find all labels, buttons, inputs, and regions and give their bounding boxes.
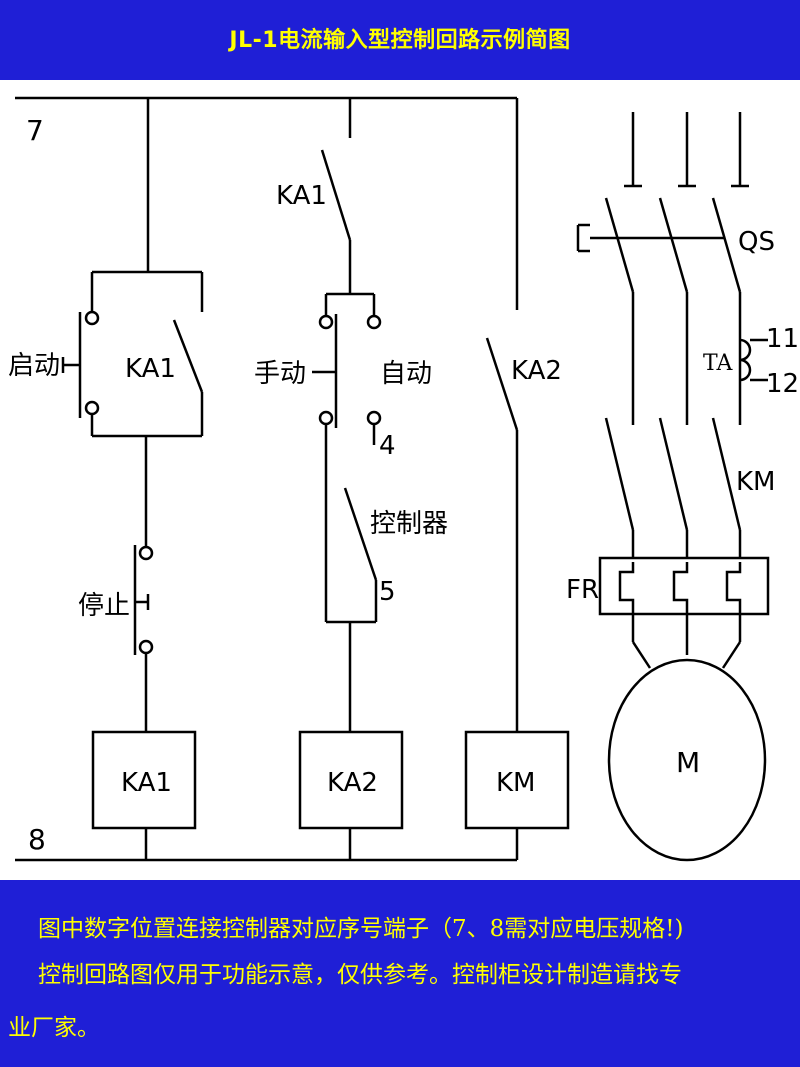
notes-banner <box>0 880 800 1067</box>
ka1-holding-contact <box>172 319 204 393</box>
ta-coil <box>739 338 752 382</box>
start-contact-top <box>84 310 100 326</box>
km-contact-label: KM <box>736 467 775 497</box>
ka1-switch-label: KA1 <box>276 181 327 211</box>
coil-ka1 <box>91 730 197 830</box>
motor-label: M <box>676 746 700 779</box>
stop-contact-bottom <box>138 639 154 655</box>
coil-ka1-label: KA1 <box>121 768 172 798</box>
qs-label: QS <box>738 227 775 257</box>
coil-ka2-label: KA2 <box>327 768 378 798</box>
manual-label: 手动 <box>254 359 306 389</box>
coil-km <box>464 730 570 830</box>
ka1-switch-contact <box>320 149 352 241</box>
controller-contact <box>343 487 378 581</box>
note-line-1: 图中数字位置连接控制器对应序号端子（7、8需对应电压规格!) <box>38 916 684 942</box>
bus-8-label: 8 <box>28 823 46 856</box>
page-title: JL-1电流输入型控制回路示例简图 <box>229 28 571 53</box>
auto-label: 自动 <box>380 359 432 389</box>
start-contact-bottom <box>84 400 100 416</box>
ka2-contact <box>485 337 519 431</box>
fr-label: FR <box>566 575 599 605</box>
terminal-4-label: 4 <box>379 431 396 461</box>
fr-thermal-relay <box>598 556 770 616</box>
terminal-5-label: 5 <box>379 577 396 607</box>
note-line-3: 业厂家。 <box>8 1015 100 1041</box>
terminal-11-label: 11 <box>766 324 799 354</box>
start-label: 启动 <box>8 351 60 381</box>
title-banner: JL-1电流输入型控制回路示例简图 <box>0 0 800 80</box>
bus-7-label: 7 <box>26 114 44 147</box>
terminal-12-label: 12 <box>766 369 799 399</box>
ta-label: TA <box>703 351 733 376</box>
note-line-2: 控制回路图仅用于功能示意，仅供参考。控制柜设计制造请找专 <box>38 962 682 988</box>
control-circuit-diagram: 7 8 启动 KA1 停止 KA1 手动 自动 4 控制器 5 KA2 QS T… <box>8 96 799 862</box>
ka1-contact-label: KA1 <box>125 354 176 384</box>
stop-contact-top <box>138 545 154 561</box>
stop-label: 停止 <box>78 591 130 621</box>
coil-ka2 <box>298 730 404 830</box>
coil-km-label: KM <box>496 768 535 798</box>
ka2-contact-label: KA2 <box>511 356 562 386</box>
motor <box>607 658 767 862</box>
controller-label: 控制器 <box>370 509 448 539</box>
